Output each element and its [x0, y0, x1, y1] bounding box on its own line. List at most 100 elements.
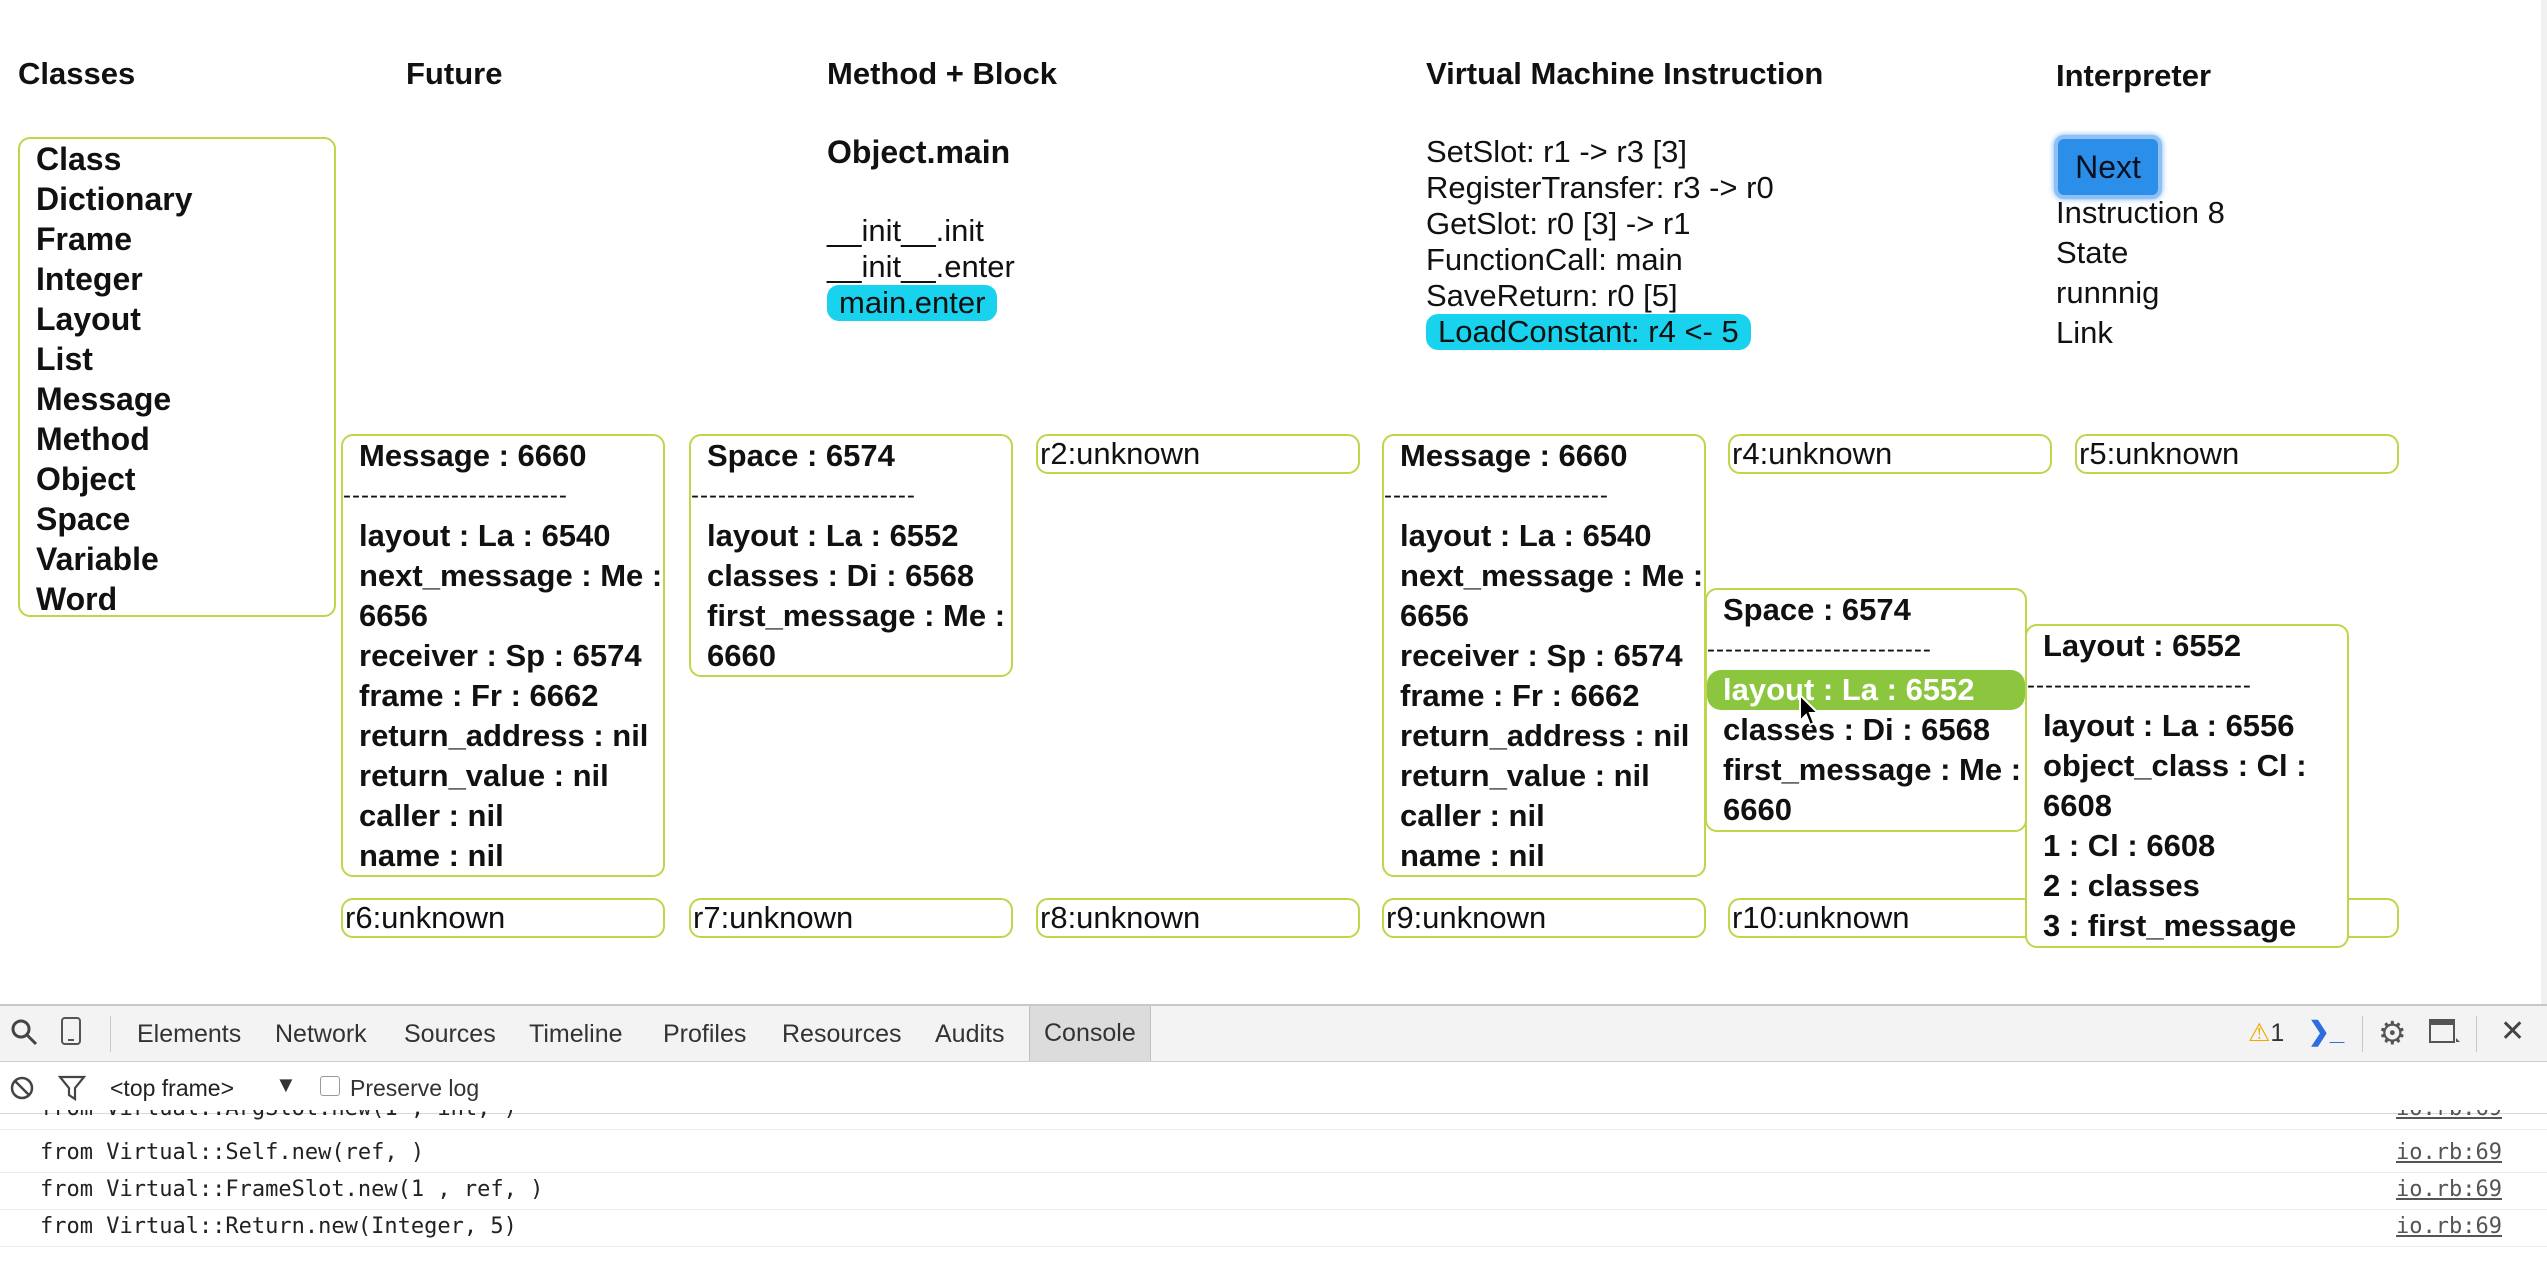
object-field[interactable]: classes : Di : 6568 — [707, 558, 975, 593]
chevron-down-icon[interactable]: ▼ — [275, 1072, 297, 1097]
tab-elements[interactable]: Elements — [137, 1020, 242, 1048]
current-instruction-item[interactable]: LoadConstant: r4 <- 5 — [1426, 314, 1774, 350]
object-field[interactable]: first_message : Me : 6660 — [707, 598, 1013, 673]
layout-popup-object[interactable]: Layout : 6552 ------------------------- … — [2025, 624, 2349, 948]
class-item[interactable]: Word — [36, 581, 118, 617]
object-field[interactable]: return_address : nil — [359, 718, 649, 753]
current-block-item[interactable]: main.enter — [827, 285, 1015, 321]
device-mode-icon[interactable] — [60, 1016, 82, 1051]
state-label: State — [2056, 235, 2129, 270]
close-icon[interactable]: ✕ — [2500, 1015, 2526, 1048]
class-item[interactable]: Dictionary — [36, 181, 193, 217]
tab-sources[interactable]: Sources — [404, 1020, 496, 1048]
next-button[interactable]: Next — [2054, 135, 2162, 199]
console-line-text: from Virtual::ArgSlot.new(1 , int, ) — [40, 1110, 517, 1121]
filter-icon[interactable] — [57, 1075, 87, 1106]
object-field[interactable]: layout : La : 6540 — [1400, 518, 1652, 553]
object-field[interactable]: layout : La : 6552 — [707, 518, 959, 553]
instruction-item[interactable]: SetSlot: r1 -> r3 [3] — [1426, 134, 1688, 169]
console-source-link[interactable]: io.rb:69 — [2396, 1214, 2502, 1239]
object-field[interactable]: frame : Fr : 6662 — [1400, 678, 1640, 713]
space-popup-object[interactable]: Space : 6574 ------------------------- l… — [1705, 588, 2027, 832]
console-line-text: from Virtual::FrameSlot.new(1 , ref, ) — [40, 1177, 544, 1202]
object-field[interactable]: next_message : Me : 6656 — [359, 558, 663, 633]
object-title: Layout : 6552 — [2043, 628, 2242, 663]
register-r0-message-object[interactable]: Message : 6660 -------------------------… — [341, 434, 665, 877]
register-r5[interactable]: r5:unknown — [2075, 434, 2399, 474]
tab-console[interactable]: Console — [1029, 1006, 1151, 1061]
object-field[interactable]: receiver : Sp : 6574 — [359, 638, 642, 673]
object-field[interactable]: 1 : Cl : 6608 — [2043, 828, 2216, 863]
tab-resources[interactable]: Resources — [782, 1020, 902, 1048]
devtools-toolbar — [0, 1004, 2547, 1062]
class-item[interactable]: Class — [36, 141, 122, 177]
tab-network[interactable]: Network — [275, 1020, 367, 1048]
block-item[interactable]: __init__.enter — [827, 249, 1015, 284]
class-item[interactable]: Frame — [36, 221, 133, 257]
register-r2[interactable]: r2:unknown — [1036, 434, 1360, 474]
object-separator: ------------------------- — [1384, 482, 1609, 509]
register-r7[interactable]: r7:unknown — [689, 898, 1013, 938]
object-field[interactable]: first_message : Me : 6660 — [1723, 752, 2022, 827]
object-field[interactable]: name : nil — [359, 838, 504, 873]
instruction-item[interactable]: RegisterTransfer: r3 -> r0 — [1426, 170, 1774, 205]
object-field[interactable]: object_class : Cl : 6608 — [2043, 748, 2316, 823]
object-title: Message : 6660 — [1400, 438, 1628, 473]
object-field[interactable]: layout : La : 6556 — [2043, 708, 2295, 743]
class-item[interactable]: Method — [36, 421, 150, 457]
register-r9[interactable]: r9:unknown — [1382, 898, 1706, 938]
class-item[interactable]: Variable — [36, 541, 159, 577]
clear-console-icon[interactable] — [8, 1074, 36, 1107]
instruction-item[interactable]: SaveReturn: r0 [5] — [1426, 278, 1678, 313]
class-item[interactable]: List — [36, 341, 93, 377]
tab-profiles[interactable]: Profiles — [663, 1020, 747, 1048]
class-item[interactable]: Layout — [36, 301, 141, 337]
class-item[interactable]: Message — [36, 381, 172, 417]
class-item[interactable]: Integer — [36, 261, 143, 297]
object-field[interactable]: return_value : nil — [1400, 758, 1650, 793]
object-field[interactable]: next_message : Me : 6656 — [1400, 558, 1704, 633]
frame-select[interactable]: <top frame> — [110, 1075, 235, 1101]
tab-audits[interactable]: Audits — [935, 1020, 1005, 1048]
method-title: Object.main — [827, 134, 1011, 170]
dock-side-icon[interactable] — [2428, 1016, 2462, 1051]
instruction-counter: Instruction 8 — [2056, 195, 2225, 230]
register-r6[interactable]: r6:unknown — [341, 898, 665, 938]
object-field[interactable]: name : nil — [1400, 838, 1545, 873]
toolbar-divider — [110, 1016, 111, 1052]
object-field[interactable]: return_value : nil — [359, 758, 609, 793]
warning-count: 1 — [2270, 1019, 2285, 1047]
console-drawer-icon[interactable]: ❯_ — [2308, 1016, 2345, 1046]
object-field[interactable]: frame : Fr : 6662 — [359, 678, 599, 713]
register-r4[interactable]: r4:unknown — [1728, 434, 2052, 474]
page-scrollbar[interactable] — [2541, 0, 2547, 1004]
console-source-link[interactable]: io.rb:69 — [2396, 1140, 2502, 1165]
preserve-log-checkbox[interactable] — [320, 1076, 340, 1096]
object-field-hovered[interactable]: layout : La : 6552 — [1707, 670, 2025, 710]
register-r1-space-object[interactable]: Space : 6574 ------------------------- l… — [689, 434, 1013, 677]
class-item[interactable]: Object — [36, 461, 136, 497]
gear-icon[interactable]: ⚙ — [2378, 1015, 2407, 1051]
warning-counter[interactable]: ⚠1 — [2248, 1018, 2284, 1048]
console-source-link[interactable]: io.rb:69 — [2396, 1177, 2502, 1202]
instruction-item[interactable]: FunctionCall: main — [1426, 242, 1683, 277]
object-field[interactable]: 3 : first_message — [2043, 908, 2297, 943]
console-source-link[interactable]: io.rb:69 — [2396, 1110, 2502, 1121]
register-r3-message-object[interactable]: Message : 6660 -------------------------… — [1382, 434, 1706, 877]
class-item[interactable]: Space — [36, 501, 131, 537]
register-r8[interactable]: r8:unknown — [1036, 898, 1360, 938]
preserve-log-label: Preserve log — [350, 1075, 480, 1101]
block-list: __init__.init __init__.enter main.enter — [827, 213, 1015, 321]
object-field[interactable]: layout : La : 6540 — [359, 518, 611, 553]
object-field[interactable]: classes : Di : 6568 — [1723, 712, 1991, 747]
instruction-item[interactable]: GetSlot: r0 [3] -> r1 — [1426, 206, 1691, 241]
object-field[interactable]: 2 : classes — [2043, 868, 2200, 903]
method-block-column-title: Method + Block — [827, 56, 1057, 91]
tab-timeline[interactable]: Timeline — [529, 1020, 623, 1048]
object-field[interactable]: caller : nil — [359, 798, 504, 833]
object-field[interactable]: caller : nil — [1400, 798, 1545, 833]
object-field[interactable]: return_address : nil — [1400, 718, 1690, 753]
search-icon[interactable] — [10, 1018, 38, 1051]
block-item[interactable]: __init__.init — [827, 213, 984, 248]
object-field[interactable]: receiver : Sp : 6574 — [1400, 638, 1683, 673]
